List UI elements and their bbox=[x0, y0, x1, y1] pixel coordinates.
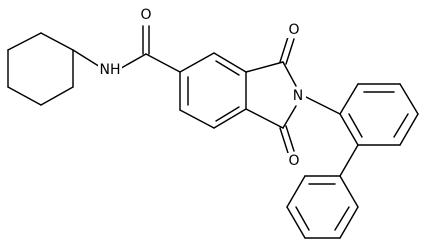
imide-nitrogen-to-biphenyl-bond bbox=[303, 95, 341, 115]
isoindoline-aromatic-bond bbox=[179, 52, 215, 73]
amide-oxygen-label-background bbox=[138, 7, 154, 23]
bottom-imide-oxygen-label: O bbox=[288, 153, 299, 169]
top-imide-oxygen-label: O bbox=[288, 22, 299, 38]
lower-phenyl-bond bbox=[339, 175, 359, 208]
bond-layer bbox=[7, 25, 419, 239]
cyclohexyl-bond bbox=[40, 86, 74, 106]
lower-phenyl-bond bbox=[339, 206, 359, 239]
upper-phenyl-inner-double-bond bbox=[348, 113, 363, 138]
bottom-imide-oxygen-label-background bbox=[286, 153, 302, 169]
isoindoline-inner-double-bond bbox=[215, 106, 240, 122]
top-imide-carbonyl-double-bond bbox=[279, 36, 289, 63]
lower-phenyl-bond bbox=[286, 206, 306, 239]
upper-phenyl-bond bbox=[339, 113, 359, 146]
imide-nitrogen-label-background bbox=[290, 87, 306, 103]
upper-phenyl-bond bbox=[399, 83, 419, 115]
upper-phenyl-bond bbox=[399, 113, 419, 146]
upper-phenyl-bond bbox=[339, 83, 359, 115]
amide-nh-label: NH bbox=[100, 62, 121, 78]
lower-phenyl-bond bbox=[286, 175, 306, 208]
cyclohexyl-bond bbox=[7, 32, 42, 51]
isoindoline-inner-double-bond bbox=[215, 60, 240, 76]
isoindoline-aromatic-bond bbox=[213, 108, 247, 129]
top-imide-oxygen-label-background bbox=[286, 22, 302, 38]
isoindoline-aromatic-bond bbox=[179, 109, 215, 129]
amide-oxygen-label: O bbox=[140, 7, 151, 23]
lower-phenyl-inner-double-bond bbox=[295, 206, 310, 231]
atom-label-layer: O NH O N O bbox=[98, 7, 306, 169]
cyclohexyl-bond bbox=[40, 32, 74, 51]
biphenyl-link-bond bbox=[339, 144, 359, 177]
upper-phenyl-inner-double-bond bbox=[393, 113, 409, 138]
imide-ring-bond bbox=[282, 105, 297, 129]
imide-ring-bond bbox=[282, 61, 297, 87]
imide-ring-bond bbox=[245, 61, 284, 73]
cyclohexyl-bond bbox=[7, 86, 42, 106]
imide-nitrogen-label: N bbox=[293, 88, 303, 104]
bottom-imide-carbonyl-double-bond bbox=[279, 127, 289, 154]
isoindoline-aromatic-bond bbox=[213, 52, 247, 73]
top-imide-carbonyl-double-bond bbox=[285, 38, 295, 65]
lower-phenyl-inner-double-bond bbox=[334, 206, 350, 231]
imide-ring-bond bbox=[245, 108, 284, 129]
amide-carbon-to-ring-bond bbox=[145, 53, 181, 73]
bottom-imide-carbonyl-double-bond bbox=[285, 125, 295, 152]
amide-nh-label-background bbox=[98, 61, 122, 79]
